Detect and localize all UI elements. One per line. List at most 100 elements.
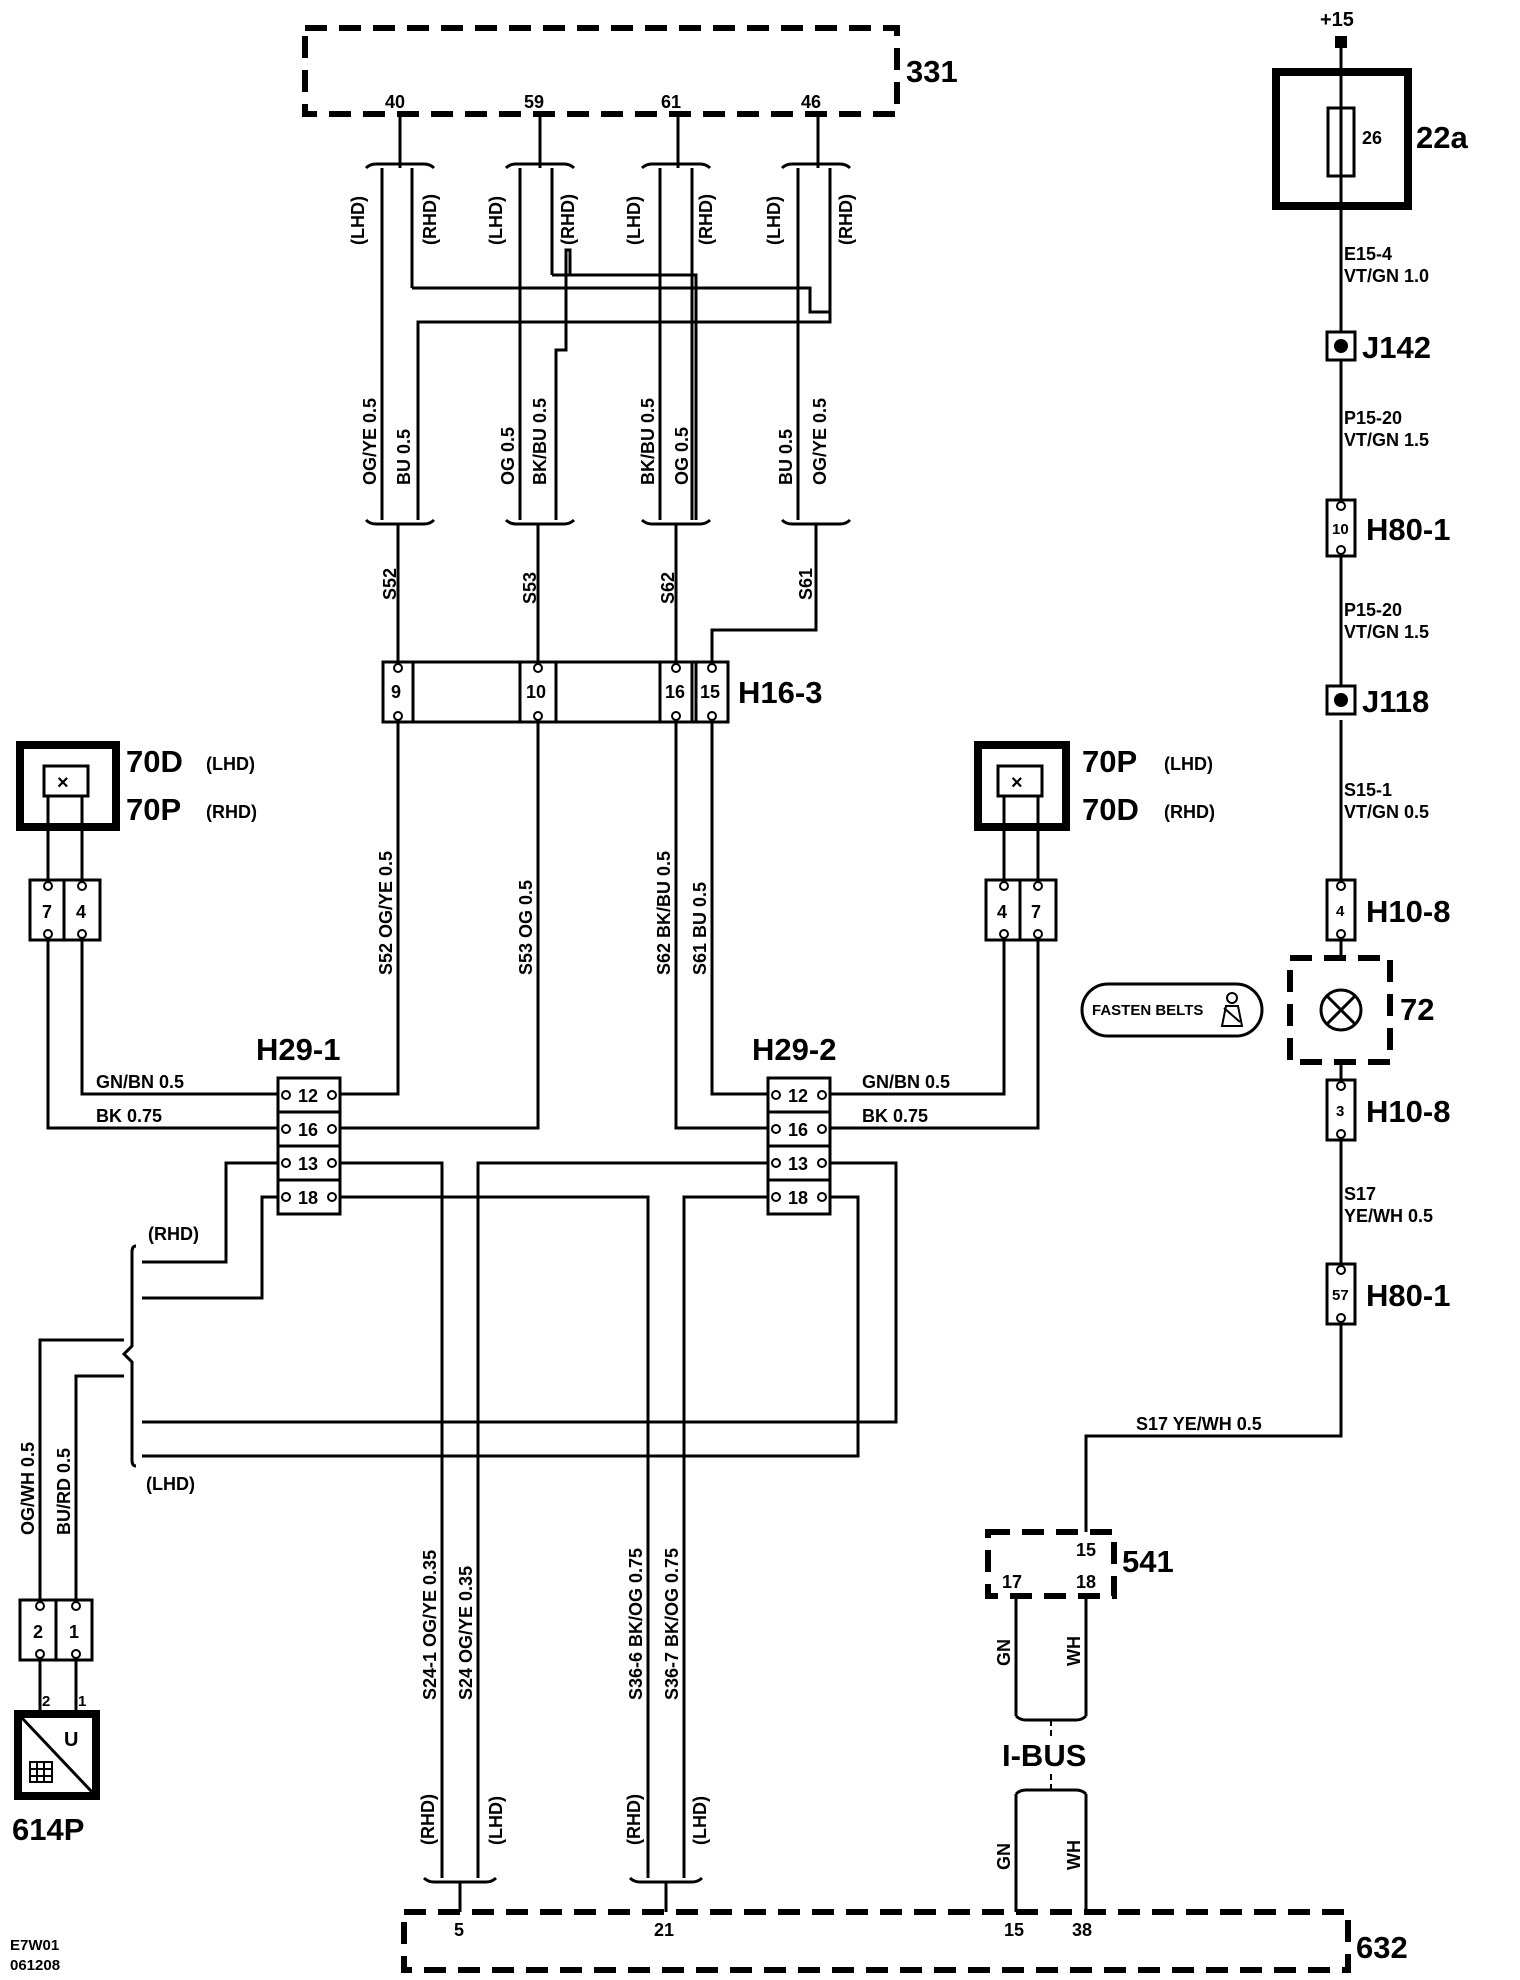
svg-text:10: 10 [1332,521,1349,538]
svg-text:H10-8: H10-8 [1366,894,1450,929]
svg-text:12: 12 [298,1086,318,1106]
svg-text:16: 16 [665,682,685,702]
module-632: 5 21 15 38 632 [401,1909,1408,1973]
svg-text:VT/GN 1.0: VT/GN 1.0 [1344,266,1429,286]
svg-text:OG/YE 0.5: OG/YE 0.5 [810,398,830,485]
svg-text:2: 2 [42,1693,50,1710]
svg-text:46: 46 [801,92,821,112]
svg-text:632: 632 [1356,1930,1408,1965]
svg-text:18: 18 [298,1188,318,1208]
svg-text:(RHD): (RHD) [418,1794,438,1845]
svg-text:S24-1 OG/YE 0.35: S24-1 OG/YE 0.35 [420,1550,440,1700]
connector-h10-8-top: 4 H10-8 [1325,878,1450,942]
top-wire-labels: OG/YE 0.5 BU 0.5 OG 0.5 BK/BU 0.5 BK/BU … [360,398,830,485]
svg-text:OG/WH 0.5: OG/WH 0.5 [18,1442,38,1535]
svg-text:7: 7 [1031,902,1041,922]
top-variant-labels: (LHD) (RHD) (LHD) (RHD) (LHD) (RHD) (LHD… [348,194,856,245]
connector-h10-8-bottom: 3 H10-8 [1325,1078,1450,1142]
connector-left-7-4: 7 4 [28,878,102,942]
module-331-pins: 40 59 61 46 [385,92,821,112]
warning-lamp-72: 72 [1287,955,1434,1065]
svg-text:BK 0.75: BK 0.75 [862,1106,928,1126]
svg-text:10: 10 [526,682,546,702]
svg-text:VT/GN 1.5: VT/GN 1.5 [1344,430,1429,450]
svg-text:(LHD): (LHD) [206,754,255,774]
svg-text:61: 61 [661,92,681,112]
supply-plus15: +15 [1320,9,1354,72]
svg-text:38: 38 [1072,1920,1092,1940]
svg-text:(RHD): (RHD) [696,194,716,245]
svg-text:FASTEN BELTS: FASTEN BELTS [1092,1002,1203,1019]
connector-h29-1: H29-1 12 16 13 18 [256,1032,342,1216]
svg-text:S53: S53 [520,572,540,604]
svg-text:22a: 22a [1416,120,1468,155]
svg-text:541: 541 [1122,1544,1174,1579]
h29-lower-wires: (RHD) (LHD) OG/WH 0.5 BU/RD 0.5 [18,1161,898,1878]
svg-text:061208: 061208 [10,1957,60,1974]
svg-text:9: 9 [391,682,401,702]
svg-text:40: 40 [385,92,405,112]
svg-text:P15-20: P15-20 [1344,408,1402,428]
svg-text:WH: WH [1064,1840,1084,1870]
svg-text:S24 OG/YE 0.35: S24 OG/YE 0.35 [456,1566,476,1700]
svg-text:26: 26 [1362,128,1382,148]
svg-text:E7W01: E7W01 [10,1937,59,1954]
switch-70d-left: × 70D (LHD) 70P (RHD) [16,741,257,880]
svg-text:WH: WH [1064,1636,1084,1666]
svg-text:18: 18 [788,1188,808,1208]
svg-text:H29-1: H29-1 [256,1032,340,1067]
svg-text:(LHD): (LHD) [348,196,368,245]
svg-text:J118: J118 [1362,684,1429,719]
svg-text:2: 2 [33,1622,43,1642]
svg-text:OG 0.5: OG 0.5 [498,427,518,485]
svg-text:BU 0.5: BU 0.5 [394,429,414,485]
svg-text:70D: 70D [126,744,183,779]
svg-text:(RHD): (RHD) [1164,802,1215,822]
svg-text:S52: S52 [380,568,400,600]
svg-text:E15-4: E15-4 [1344,244,1392,264]
svg-text:70P: 70P [1082,744,1137,779]
right-switch-wires: GN/BN 0.5 BK 0.75 [830,940,1040,1130]
svg-text:S36-7 BK/OG 0.75: S36-7 BK/OG 0.75 [662,1548,682,1700]
svg-text:16: 16 [788,1120,808,1140]
svg-text:(RHD): (RHD) [558,194,578,245]
svg-text:(RHD): (RHD) [206,802,257,822]
svg-text:S62: S62 [658,572,678,604]
switch-70p-right: × 70P (LHD) 70D (RHD) [974,741,1215,880]
svg-text:70D: 70D [1082,792,1139,827]
svg-text:S52 OG/YE 0.5: S52 OG/YE 0.5 [376,851,396,975]
svg-text:21: 21 [654,1920,674,1940]
svg-text:72: 72 [1400,992,1434,1027]
svg-text:(RHD): (RHD) [624,1794,644,1845]
svg-text:S53 OG 0.5: S53 OG 0.5 [516,880,536,975]
svg-text:(RHD): (RHD) [836,194,856,245]
svg-text:S61: S61 [796,568,816,600]
svg-text:YE/WH 0.5: YE/WH 0.5 [1344,1206,1433,1226]
svg-text:1: 1 [69,1622,79,1642]
svg-text:S17 YE/WH 0.5: S17 YE/WH 0.5 [1136,1414,1262,1434]
svg-text:17: 17 [1002,1572,1022,1592]
svg-text:VT/GN 0.5: VT/GN 0.5 [1344,802,1429,822]
h16-feed-wires: S52 S53 S62 S61 [380,524,818,662]
svg-text:U: U [64,1729,78,1751]
svg-text:S36-6 BK/OG 0.75: S36-6 BK/OG 0.75 [626,1548,646,1700]
svg-text:VT/GN 1.5: VT/GN 1.5 [1344,622,1429,642]
svg-text:H80-1: H80-1 [1366,1278,1450,1313]
connector-h80-1-bottom: 57 H80-1 [1325,1262,1450,1326]
svg-text:15: 15 [1076,1540,1096,1560]
sensor-614p: U 614P [12,1710,100,1847]
svg-text:OG 0.5: OG 0.5 [672,427,692,485]
svg-text:×: × [57,772,69,794]
svg-text:15: 15 [1004,1920,1024,1940]
svg-text:GN: GN [994,1843,1014,1870]
svg-text:H29-2: H29-2 [752,1032,836,1067]
connector-614p-2-1: 2 1 2 1 [18,1598,94,1714]
svg-text:(LHD): (LHD) [486,196,506,245]
svg-text:(LHD): (LHD) [764,196,784,245]
ibus-wires: I-BUS GN WH GN WH [994,1596,1088,1912]
svg-text:13: 13 [788,1154,808,1174]
svg-text:S61 BU 0.5: S61 BU 0.5 [690,882,710,975]
connector-h16-3: 9 10 16 15 H16-3 [381,660,822,724]
svg-text:614P: 614P [12,1812,84,1847]
svg-text:1: 1 [78,1693,86,1710]
